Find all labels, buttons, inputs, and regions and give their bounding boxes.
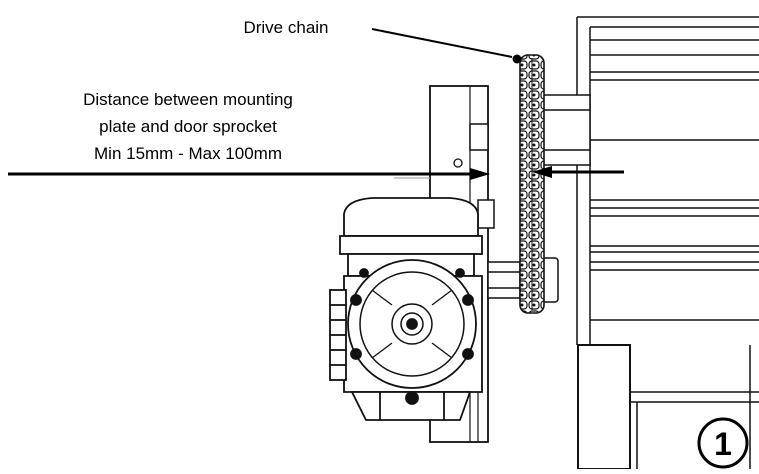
figure-number: 1 <box>714 426 732 462</box>
door-structure <box>576 16 759 470</box>
drive-chain-label: Drive chain <box>243 18 328 37</box>
motor-body <box>329 197 483 421</box>
drive-chain <box>519 54 545 314</box>
distance-arrow-left <box>8 168 490 180</box>
door-shaft <box>539 94 591 166</box>
distance-arrow-right <box>532 166 624 178</box>
distance-label-line2: plate and door sprocket <box>99 117 277 136</box>
distance-label-line1: Distance between mounting <box>83 90 293 109</box>
drive-chain-leader <box>371 28 522 64</box>
distance-label-line3: Min 15mm - Max 100mm <box>94 144 282 163</box>
figure-number-badge: 1 <box>697 417 749 469</box>
